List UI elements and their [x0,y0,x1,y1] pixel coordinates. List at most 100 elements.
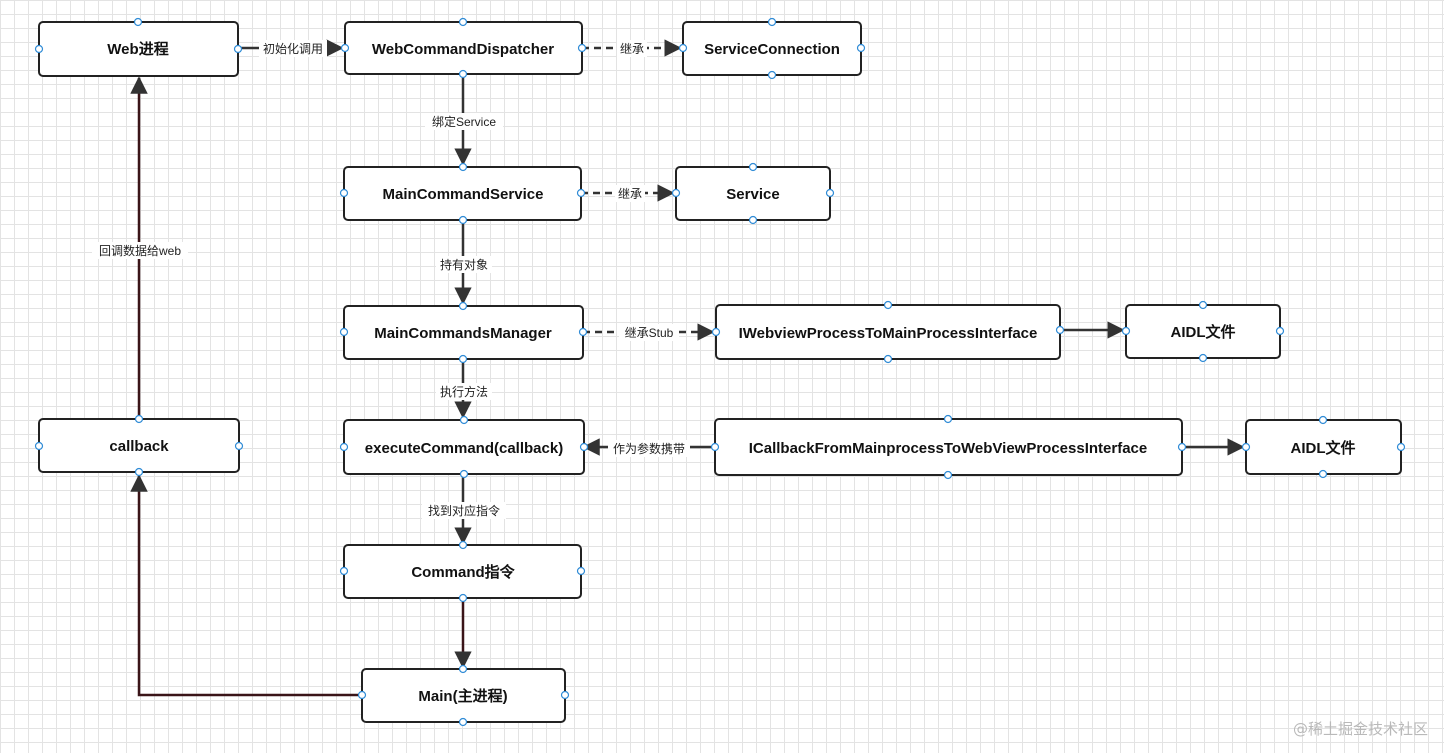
node-aidl-2-label: AIDL文件 [1291,439,1356,457]
port[interactable] [340,43,350,53]
port[interactable] [576,188,586,198]
port[interactable] [357,690,367,700]
edge-main-callback [130,474,362,697]
edges [130,39,1245,697]
port[interactable] [1055,325,1065,335]
port[interactable] [883,354,893,364]
port[interactable] [1198,353,1208,363]
port[interactable] [339,566,349,576]
port[interactable] [34,441,44,451]
port[interactable] [748,162,758,172]
node-callback-label: callback [109,438,169,455]
port[interactable] [458,17,468,27]
nodes: Web进程 WebCommandDispatcher ServiceConnec… [38,21,1402,723]
node-dispatcher[interactable]: WebCommandDispatcher [344,21,583,75]
port[interactable] [339,188,349,198]
node-service-connection[interactable]: ServiceConnection [682,21,862,76]
node-icallback-interface-label: ICallbackFromMainprocessToWebViewProcess… [749,440,1147,457]
node-command-label: Command指令 [411,563,515,581]
port[interactable] [458,215,468,225]
port[interactable] [458,69,468,79]
edge-label-inherit-2: 继承 [618,187,642,201]
port[interactable] [1275,326,1285,336]
node-main-command-service[interactable]: MainCommandService [343,166,582,221]
node-iwebview-interface[interactable]: IWebviewProcessToMainProcessInterface [715,304,1061,360]
port[interactable] [459,469,469,479]
port[interactable] [458,354,468,364]
port[interactable] [767,17,777,27]
node-command[interactable]: Command指令 [343,544,582,599]
edge-labels: 初始化调用 继承 绑定Service 继承 持有对象 继承Stub 执行方法 作… [92,40,690,519]
port[interactable] [458,593,468,603]
port[interactable] [883,300,893,310]
port[interactable] [825,188,835,198]
port[interactable] [339,442,349,452]
port[interactable] [943,470,953,480]
port[interactable] [458,664,468,674]
node-commands-manager[interactable]: MainCommandsManager [343,305,584,360]
port[interactable] [710,442,720,452]
edge-label-init-call: 初始化调用 [263,42,323,56]
port[interactable] [1177,442,1187,452]
port[interactable] [943,414,953,424]
node-web-label: Web进程 [107,41,168,58]
port[interactable] [134,467,144,477]
node-iwebview-interface-label: IWebviewProcessToMainProcessInterface [739,325,1038,342]
edge-label-callback-to-web: 回调数据给web [99,243,181,258]
port[interactable] [1318,469,1328,479]
port[interactable] [577,43,587,53]
port[interactable] [339,327,349,337]
port[interactable] [1396,442,1406,452]
port[interactable] [1198,300,1208,310]
port[interactable] [234,441,244,451]
port[interactable] [767,70,777,80]
port[interactable] [748,215,758,225]
port[interactable] [34,44,44,54]
port[interactable] [459,415,469,425]
edge-label-inherit-stub: 继承Stub [625,326,674,340]
port[interactable] [134,414,144,424]
port[interactable] [233,44,243,54]
port[interactable] [578,327,588,337]
node-aidl-1-label: AIDL文件 [1171,323,1236,341]
node-main[interactable]: Main(主进程) [361,668,566,723]
edge-label-hold-object: 持有对象 [440,257,488,272]
edge-label-inherit-1: 继承 [620,42,644,56]
edge-label-pass-as-param: 作为参数携带 [613,441,685,456]
port[interactable] [678,43,688,53]
node-web[interactable]: Web进程 [38,21,239,77]
port[interactable] [458,301,468,311]
node-main-label: Main(主进程) [418,687,507,705]
port[interactable] [1121,326,1131,336]
port[interactable] [458,540,468,550]
node-icallback-interface[interactable]: ICallbackFromMainprocessToWebViewProcess… [714,418,1183,476]
node-callback[interactable]: callback [38,418,240,473]
port[interactable] [1241,442,1251,452]
port[interactable] [560,690,570,700]
port[interactable] [458,162,468,172]
node-aidl-2[interactable]: AIDL文件 [1245,419,1402,475]
edge-label-bind-service: 绑定Service [432,114,496,129]
port[interactable] [576,566,586,576]
node-service[interactable]: Service [675,166,831,221]
port[interactable] [458,717,468,727]
port[interactable] [133,17,143,27]
port[interactable] [711,327,721,337]
node-commands-manager-label: MainCommandsManager [374,325,552,342]
port[interactable] [856,43,866,53]
node-service-label: Service [726,186,779,203]
connection-ports [34,17,1406,727]
edge-label-execute-method: 执行方法 [440,384,488,399]
edge-label-find-command: 找到对应指令 [428,503,500,518]
port[interactable] [579,442,589,452]
node-execute-command[interactable]: executeCommand(callback) [343,419,585,475]
port[interactable] [671,188,681,198]
node-service-connection-label: ServiceConnection [704,41,840,58]
node-main-command-service-label: MainCommandService [383,186,544,203]
port[interactable] [1318,415,1328,425]
node-execute-command-label: executeCommand(callback) [365,440,563,457]
node-aidl-1[interactable]: AIDL文件 [1125,304,1281,359]
node-dispatcher-label: WebCommandDispatcher [372,41,554,58]
watermark: @稀土掘金技术社区 [1292,720,1428,738]
